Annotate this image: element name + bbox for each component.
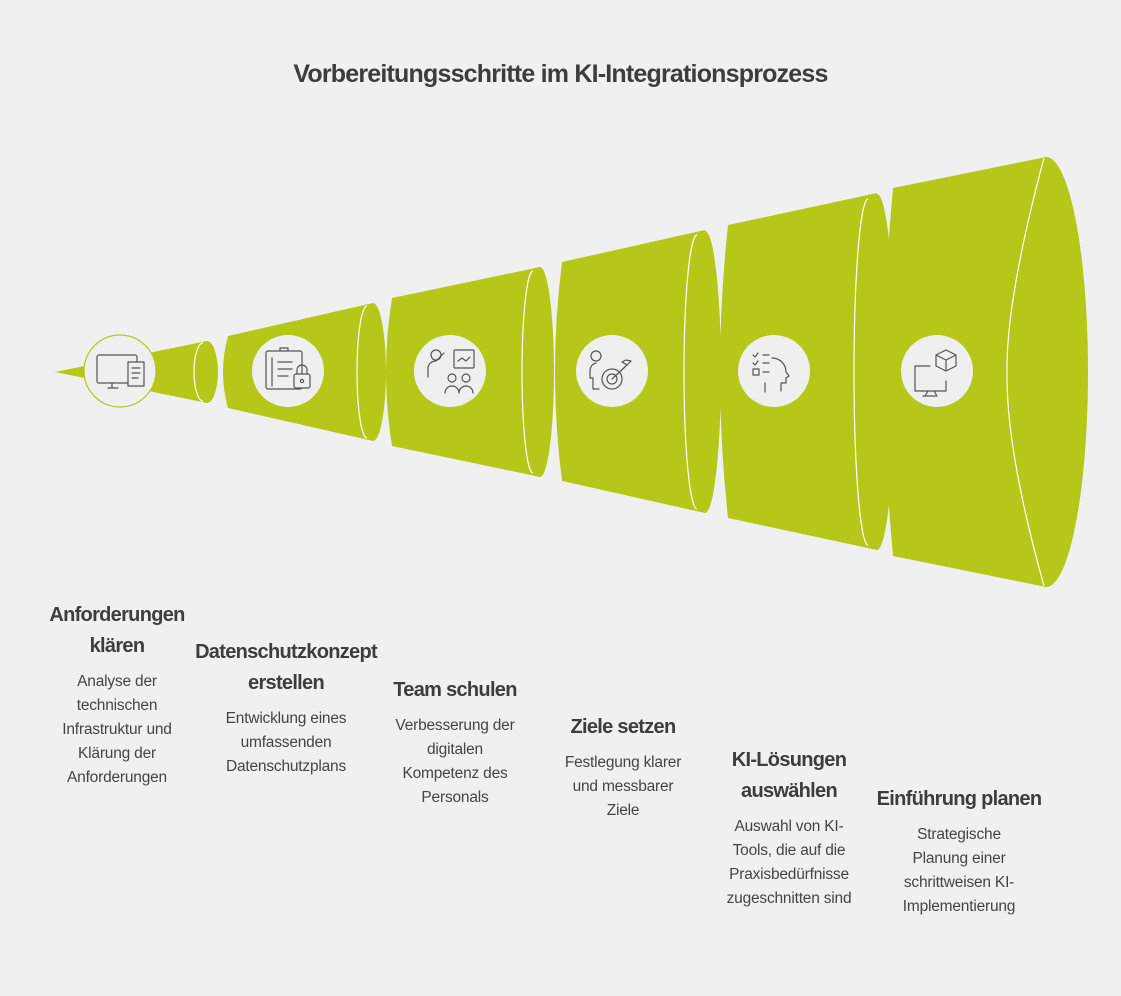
- step-1: Anforderungen klären Analyse der technisch…: [17, 600, 217, 790]
- desc-line: Entwicklung eines: [225, 710, 347, 727]
- desc-line: technischen: [76, 697, 158, 714]
- step-title-line: auswählen: [741, 780, 838, 802]
- desc-line: Strategische: [917, 826, 1001, 843]
- step-4: Ziele setzen Festlegung klarer und messba…: [523, 712, 723, 823]
- desc-line: digitalen: [427, 741, 483, 758]
- desc-line: Infrastruktur und: [62, 721, 172, 738]
- checklist-head-icon: [752, 352, 790, 393]
- step-title: KI-Lösungen auswählen: [689, 745, 889, 807]
- step-title-line: Anforderungen: [49, 604, 185, 626]
- step-title-line: erstellen: [248, 672, 325, 694]
- step-title-line: Ziele setzen: [570, 716, 677, 738]
- icon-circle-2: [252, 335, 324, 407]
- desc-line: Verbesserung der: [395, 717, 515, 734]
- desc-line: Analyse der: [77, 673, 157, 690]
- desc-line: Praxisbedürfnisse: [729, 866, 849, 883]
- icon-circle-1: [83, 334, 157, 408]
- step-2: Datenschutzkonzept erstellen Entwicklung …: [186, 637, 386, 779]
- step-title-line: Team schulen: [393, 679, 517, 701]
- desc-line: Planung einer: [912, 850, 1006, 867]
- desc-line: Datenschutzplans: [225, 758, 346, 775]
- person-target-icon: [589, 350, 632, 390]
- step-title: Ziele setzen: [523, 712, 723, 743]
- icon-circle-4: [576, 335, 648, 407]
- icon-circle-6: [901, 335, 973, 407]
- clipboard-lock-icon: [265, 347, 311, 390]
- desc-line: schrittweisen KI-: [903, 874, 1015, 891]
- icon-circle-5: [738, 335, 810, 407]
- desc-line: Tools, die auf die: [732, 842, 846, 859]
- desc-line: Auswahl von KI-: [734, 818, 844, 835]
- desc-line: umfassenden: [240, 734, 332, 751]
- diagram-title: Vorbereitungsschritte im KI-Integrations…: [293, 60, 828, 88]
- step-title-line: Einführung planen: [876, 788, 1042, 810]
- step-title: Team schulen: [355, 675, 555, 706]
- step-title-line: KI-Lösungen: [731, 749, 847, 771]
- desc-line: Festlegung klarer: [564, 754, 682, 771]
- monitor-document-icon: [96, 354, 145, 389]
- step-5: KI-Lösungen auswählen Auswahl von KI- Tool…: [689, 745, 889, 911]
- desc-line: Implementierung: [902, 898, 1016, 915]
- desc-line: Anforderungen: [67, 769, 167, 786]
- desc-line: Klärung der: [78, 745, 156, 762]
- desc-line: Ziele: [606, 802, 640, 819]
- step-title-line: klären: [89, 635, 145, 657]
- presenter-training-icon: [427, 349, 475, 394]
- step-title: Anforderungen klären: [17, 600, 217, 662]
- desc-line: und messbarer: [572, 778, 674, 795]
- monitor-cube-icon: [914, 349, 957, 397]
- step-title: Einführung planen: [859, 784, 1059, 815]
- desc-line: zugeschnitten sind: [726, 890, 852, 907]
- desc-line: Kompetenz des: [402, 765, 508, 782]
- step-title: Datenschutzkonzept erstellen: [186, 637, 386, 699]
- icon-circle-3: [414, 335, 486, 407]
- step-title-line: Datenschutzkonzept: [195, 641, 378, 663]
- desc-line: Personals: [421, 789, 489, 806]
